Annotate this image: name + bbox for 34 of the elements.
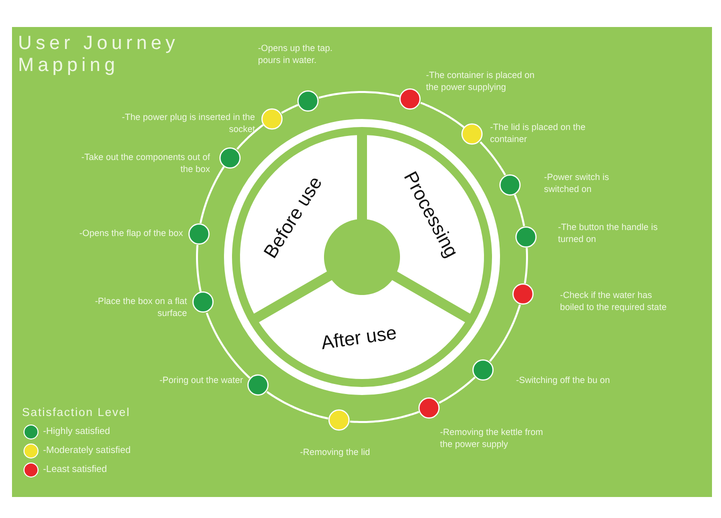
ring-line: [480, 141, 506, 176]
ring-line: [196, 244, 202, 292]
step-description: -Check if the water has boiled to the required state: [560, 290, 668, 313]
step-description: -The lid is placed on the container: [490, 122, 587, 145]
ring-line: [318, 91, 400, 99]
ring-line: [514, 194, 526, 226]
step-description: -Removing the kettle from the power supply: [440, 427, 544, 450]
legend-label: -Moderately satisfied: [43, 445, 131, 456]
legend-label: -Least satisfied: [43, 464, 107, 475]
ring-line: [206, 312, 251, 379]
ring-line: [350, 410, 420, 423]
legend-label: -Highly satisfied: [43, 426, 110, 437]
phase-label: After use: [320, 322, 398, 356]
step-description: -Switching off the bu on: [516, 375, 611, 386]
step-description: -Removing the lid: [300, 447, 372, 458]
ring-line: [236, 124, 264, 150]
step-description: -Opens the flap of the box: [78, 228, 183, 240]
step-description: -Power switch is switched on: [544, 172, 610, 195]
step-description: -The container is placed on the power supplying: [426, 70, 536, 93]
step-description: -The power plug is inserted in the socket: [120, 112, 255, 135]
step-description: -Place the box on a flat surface: [94, 296, 187, 319]
ring-line: [420, 102, 465, 128]
step-description: -Poring out the water: [158, 375, 243, 386]
ring-line: [489, 304, 521, 362]
legend-heading: Satisfaction Level: [22, 407, 130, 419]
ring-line: [524, 248, 528, 284]
ring-line: [200, 166, 225, 224]
ring-line: [438, 376, 476, 404]
step-description: -Take out the components out of the box: [80, 152, 210, 175]
step-description: -Opens up the tap. pours in water.: [258, 43, 334, 66]
step-description: -The button the handle is turned on: [558, 222, 659, 245]
ring-line: [266, 391, 328, 420]
title: User Journey Mapping: [18, 33, 180, 77]
ring-line: [281, 104, 298, 114]
